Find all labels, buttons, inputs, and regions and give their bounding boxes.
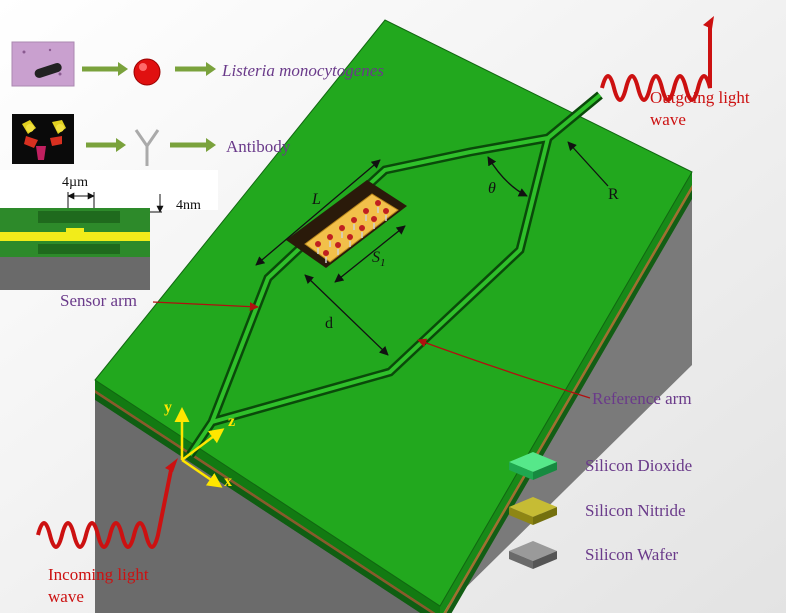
cross-section-header bbox=[0, 170, 218, 210]
separation-label: d bbox=[325, 315, 333, 332]
reference-arm-waveguide bbox=[211, 137, 550, 424]
x-axis-label: x bbox=[224, 473, 232, 490]
arrow-4-head bbox=[206, 138, 216, 152]
z-axis-label: z bbox=[228, 413, 235, 430]
outgoing-wave-arrowhead bbox=[703, 16, 714, 29]
bio-panel: Listeria monocytogenes Antibody bbox=[11, 41, 384, 166]
chip-right-nitride-strip bbox=[443, 185, 692, 613]
arrow-1-head bbox=[118, 62, 128, 76]
legend-item-silicon-dioxide: Silicon Dioxide bbox=[509, 452, 692, 480]
outgoing-light-wave bbox=[600, 22, 712, 102]
bacterium-shape bbox=[34, 63, 62, 78]
arrow-2-head bbox=[206, 62, 216, 76]
legend-label-silicon-nitride: Silicon Nitride bbox=[585, 501, 686, 520]
reference-arm-label: Reference arm bbox=[592, 389, 692, 408]
radius-label: R bbox=[608, 186, 619, 203]
legend-item-silicon-nitride: Silicon Nitride bbox=[509, 497, 686, 525]
legend: Silicon Dioxide Silicon Nitride Silicon … bbox=[509, 452, 692, 569]
section-nitride-layer bbox=[0, 232, 150, 241]
chip-right-oxide-strip bbox=[440, 172, 692, 613]
length-label: L bbox=[311, 191, 321, 208]
sensor-arm-label: Sensor arm bbox=[60, 291, 137, 310]
bacterium-symbol-icon bbox=[133, 58, 161, 86]
bacteria-micrograph bbox=[11, 41, 75, 87]
chip-front-lower-oxide bbox=[95, 393, 431, 613]
reference-arm-pointer bbox=[417, 338, 591, 399]
angle-label: θ bbox=[488, 180, 496, 197]
x-axis bbox=[181, 458, 223, 488]
width-dimension-label: 4µm bbox=[62, 175, 88, 190]
chip-front-wafer-body bbox=[95, 400, 421, 613]
angle-theta-arc bbox=[487, 156, 528, 197]
y-axis-label: y bbox=[164, 399, 172, 416]
outgoing-line2: wave bbox=[650, 110, 686, 129]
legend-label-silicon-dioxide: Silicon Dioxide bbox=[585, 456, 692, 475]
incoming-wave-arrowhead bbox=[165, 458, 178, 472]
sensor-length-label: S1 bbox=[372, 249, 386, 269]
legend-label-silicon-wafer: Silicon Wafer bbox=[585, 545, 679, 564]
arrow-3-head bbox=[116, 138, 126, 152]
legend-item-silicon-wafer: Silicon Wafer bbox=[509, 541, 679, 569]
height-dimension-label: 4nm bbox=[176, 198, 201, 213]
cross-section-inset: 4µm 4nm bbox=[0, 170, 218, 290]
incoming-light-wave bbox=[36, 464, 174, 549]
chip-right-lower-oxide bbox=[446, 190, 692, 613]
chip-front-nitride-strip bbox=[95, 390, 436, 613]
outgoing-line1: Outgoing light bbox=[650, 88, 750, 107]
length-L-arrow bbox=[255, 159, 381, 266]
section-upper-window bbox=[38, 211, 120, 223]
section-lower-window bbox=[38, 244, 120, 254]
radius-R-arrow bbox=[567, 141, 609, 187]
antibody-label: Antibody bbox=[226, 137, 291, 156]
antibody-symbol-icon bbox=[134, 129, 160, 166]
sensor-length-arrow bbox=[334, 225, 406, 283]
coordinate-axes bbox=[174, 407, 225, 488]
section-rib bbox=[66, 228, 84, 233]
incoming-line2: wave bbox=[48, 587, 84, 606]
dimensions bbox=[255, 141, 609, 356]
z-axis bbox=[181, 428, 225, 461]
organism-label: Listeria monocytogenes bbox=[221, 61, 384, 80]
sensor-arm-pointer bbox=[152, 301, 259, 312]
separation-d-arrow bbox=[304, 274, 389, 356]
incoming-line1: Incoming light bbox=[48, 565, 149, 584]
